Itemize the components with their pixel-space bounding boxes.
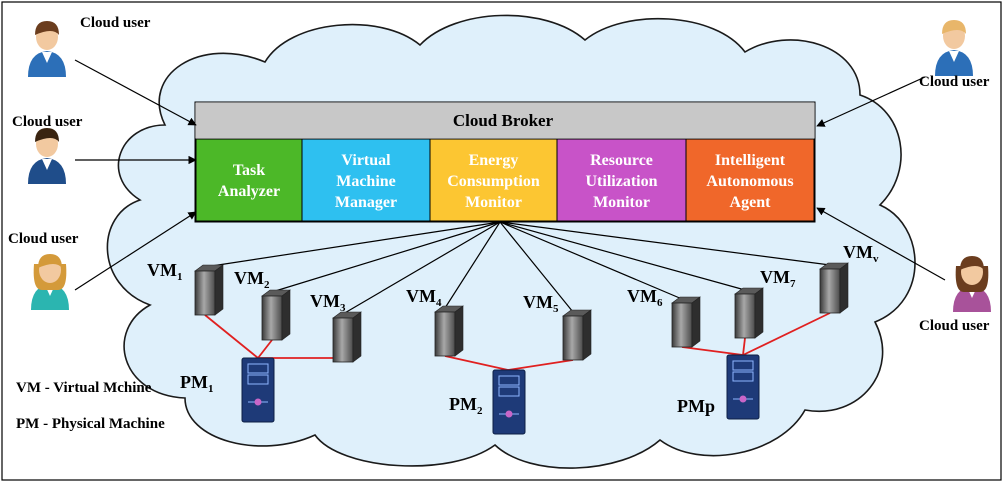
broker-header [196, 103, 814, 138]
broker-modules: TaskAnalyzerVirtualMachineManagerEnergyC… [195, 138, 815, 222]
connection-lines [204, 221, 831, 315]
user-icon [31, 254, 69, 310]
user-label: Cloud user [8, 231, 79, 247]
module-box [556, 138, 687, 222]
vm-server-icon [434, 305, 464, 357]
broker-to-vm-line [342, 221, 501, 315]
module-label-line: Manager [335, 194, 397, 211]
vm-label: VM4 [406, 286, 442, 309]
module-label-line: Utilization [586, 173, 658, 190]
module-label-line: Monitor [593, 194, 650, 211]
vm-label: VM6 [627, 286, 663, 309]
module-label-line: Autonomous [706, 173, 793, 190]
vm-server-icon [194, 264, 224, 316]
arrow-user-5 [816, 207, 946, 281]
vm-server-icon [819, 262, 849, 314]
module-label-line: Energy [469, 152, 519, 169]
module-box [429, 138, 558, 222]
vm-pm-link [681, 346, 744, 356]
vm-server-icon [332, 311, 362, 363]
user-label: Cloud user [80, 15, 151, 31]
broker-to-vm-line [204, 221, 501, 268]
user-icon [28, 21, 66, 77]
user-arrows [74, 59, 946, 291]
vm-server-icon [562, 309, 592, 361]
broker-to-vm-line [271, 221, 501, 293]
vm-pm-link [742, 337, 746, 356]
module-label-line: Monitor [465, 194, 522, 211]
pm-server-icon [241, 357, 275, 423]
broker-to-vm-line [499, 221, 746, 291]
vm-pm-link [444, 355, 509, 371]
module-label-line: Consumption [447, 173, 540, 190]
broker-to-vm-line [499, 221, 831, 266]
arrow-user-3 [74, 211, 197, 291]
broker-to-vm-line [444, 221, 501, 309]
pm-label: PMp [677, 396, 715, 416]
module-label-line: Machine [336, 173, 396, 190]
arrow-user-1 [74, 59, 197, 126]
pm-label: PM2 [449, 394, 483, 417]
vm-label: VMv [843, 242, 879, 265]
broker-to-vm-line [499, 221, 683, 300]
vm-pm-link [257, 339, 273, 359]
vm-label: VM5 [523, 292, 559, 315]
module-box [301, 138, 431, 222]
broker-to-vm-line [499, 221, 574, 313]
legend-pm: PM - Physical Machine [16, 416, 165, 432]
pm-server-icon [492, 369, 526, 435]
module-label-line: Resource [590, 152, 653, 169]
module-label-line: Task [233, 162, 265, 179]
user-label: Cloud user [12, 114, 83, 130]
module-box [195, 138, 303, 222]
vm-server-icon [261, 289, 291, 341]
vm-label: VM7 [760, 267, 796, 290]
vm-label: VM2 [234, 268, 270, 291]
vm-server-icon [734, 287, 764, 339]
user-icon [935, 20, 973, 76]
module-label-line: Analyzer [218, 183, 280, 200]
vm-pm-link [742, 312, 831, 356]
vm-label: VM1 [147, 260, 183, 283]
user-icon [28, 128, 66, 184]
vm-label: VM3 [310, 291, 346, 314]
vm-pm-link [204, 314, 259, 359]
user-label: Cloud user [919, 318, 990, 334]
module-label-line: Agent [730, 194, 772, 211]
vm-server-icon [671, 296, 701, 348]
broker-title: Cloud Broker [453, 111, 554, 130]
legend-vm: VM - Virtual Mchine [16, 380, 152, 396]
pm-label: PM1 [180, 372, 213, 395]
vm-pm-links [204, 312, 831, 371]
user-icon [953, 256, 991, 312]
vm-pm-link [507, 359, 574, 371]
module-box [685, 138, 815, 222]
arrow-user-4 [816, 76, 926, 127]
module-label-line: Intelligent [715, 152, 786, 169]
pm-server-icon [726, 354, 760, 420]
module-label-line: Virtual [341, 152, 391, 169]
user-label: Cloud user [919, 74, 990, 90]
